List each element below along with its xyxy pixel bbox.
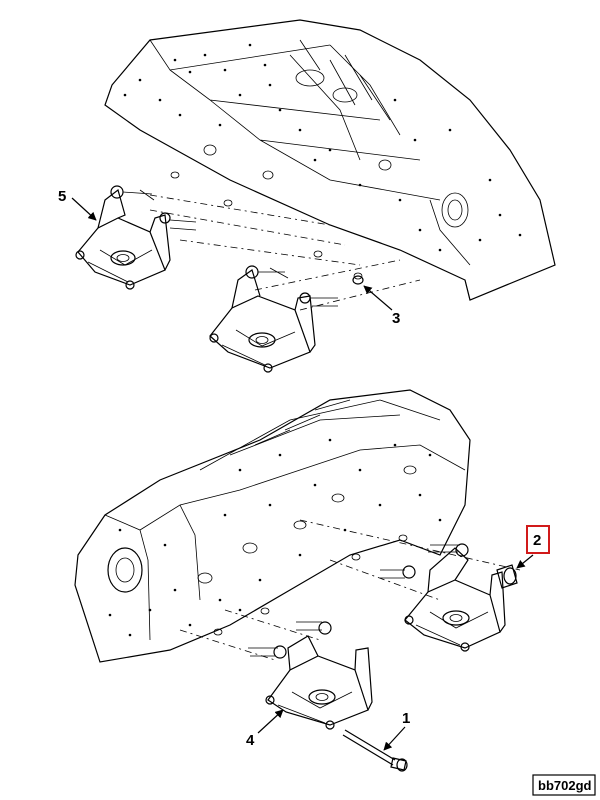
callout-1-label: 1: [402, 710, 410, 727]
callout-2-highlight-box: [526, 525, 550, 554]
reference-code-label: bb702gd: [538, 778, 592, 793]
callout-2-label: 2: [533, 532, 541, 549]
lower-centerlines: [179, 519, 521, 661]
callout-1: 1: [383, 710, 410, 751]
reference-code-box: [532, 774, 596, 796]
lower-right-mounting-bracket: [380, 543, 506, 652]
upper-washer-part: [352, 275, 364, 285]
callout-2: 2: [516, 525, 550, 569]
callout-5: 5: [58, 188, 97, 221]
long-capscrew-part: [342, 729, 408, 772]
upper-right-mounting-bracket: [209, 265, 338, 373]
upper-engine-block: [104, 19, 556, 301]
lower-engine-block: [74, 389, 471, 663]
reference-code: bb702gd: [532, 774, 596, 796]
callout-3-label: 3: [392, 310, 400, 327]
callout-4: 4: [246, 709, 284, 749]
lower-left-mounting-bracket: [248, 621, 373, 730]
callout-5-label: 5: [58, 188, 66, 205]
upper-centerlines: [149, 171, 421, 311]
lower-capscrew-part: [496, 564, 518, 589]
callout-4-label: 4: [246, 732, 255, 749]
callout-3: 3: [363, 285, 400, 327]
upper-left-mounting-bracket: [75, 185, 197, 290]
